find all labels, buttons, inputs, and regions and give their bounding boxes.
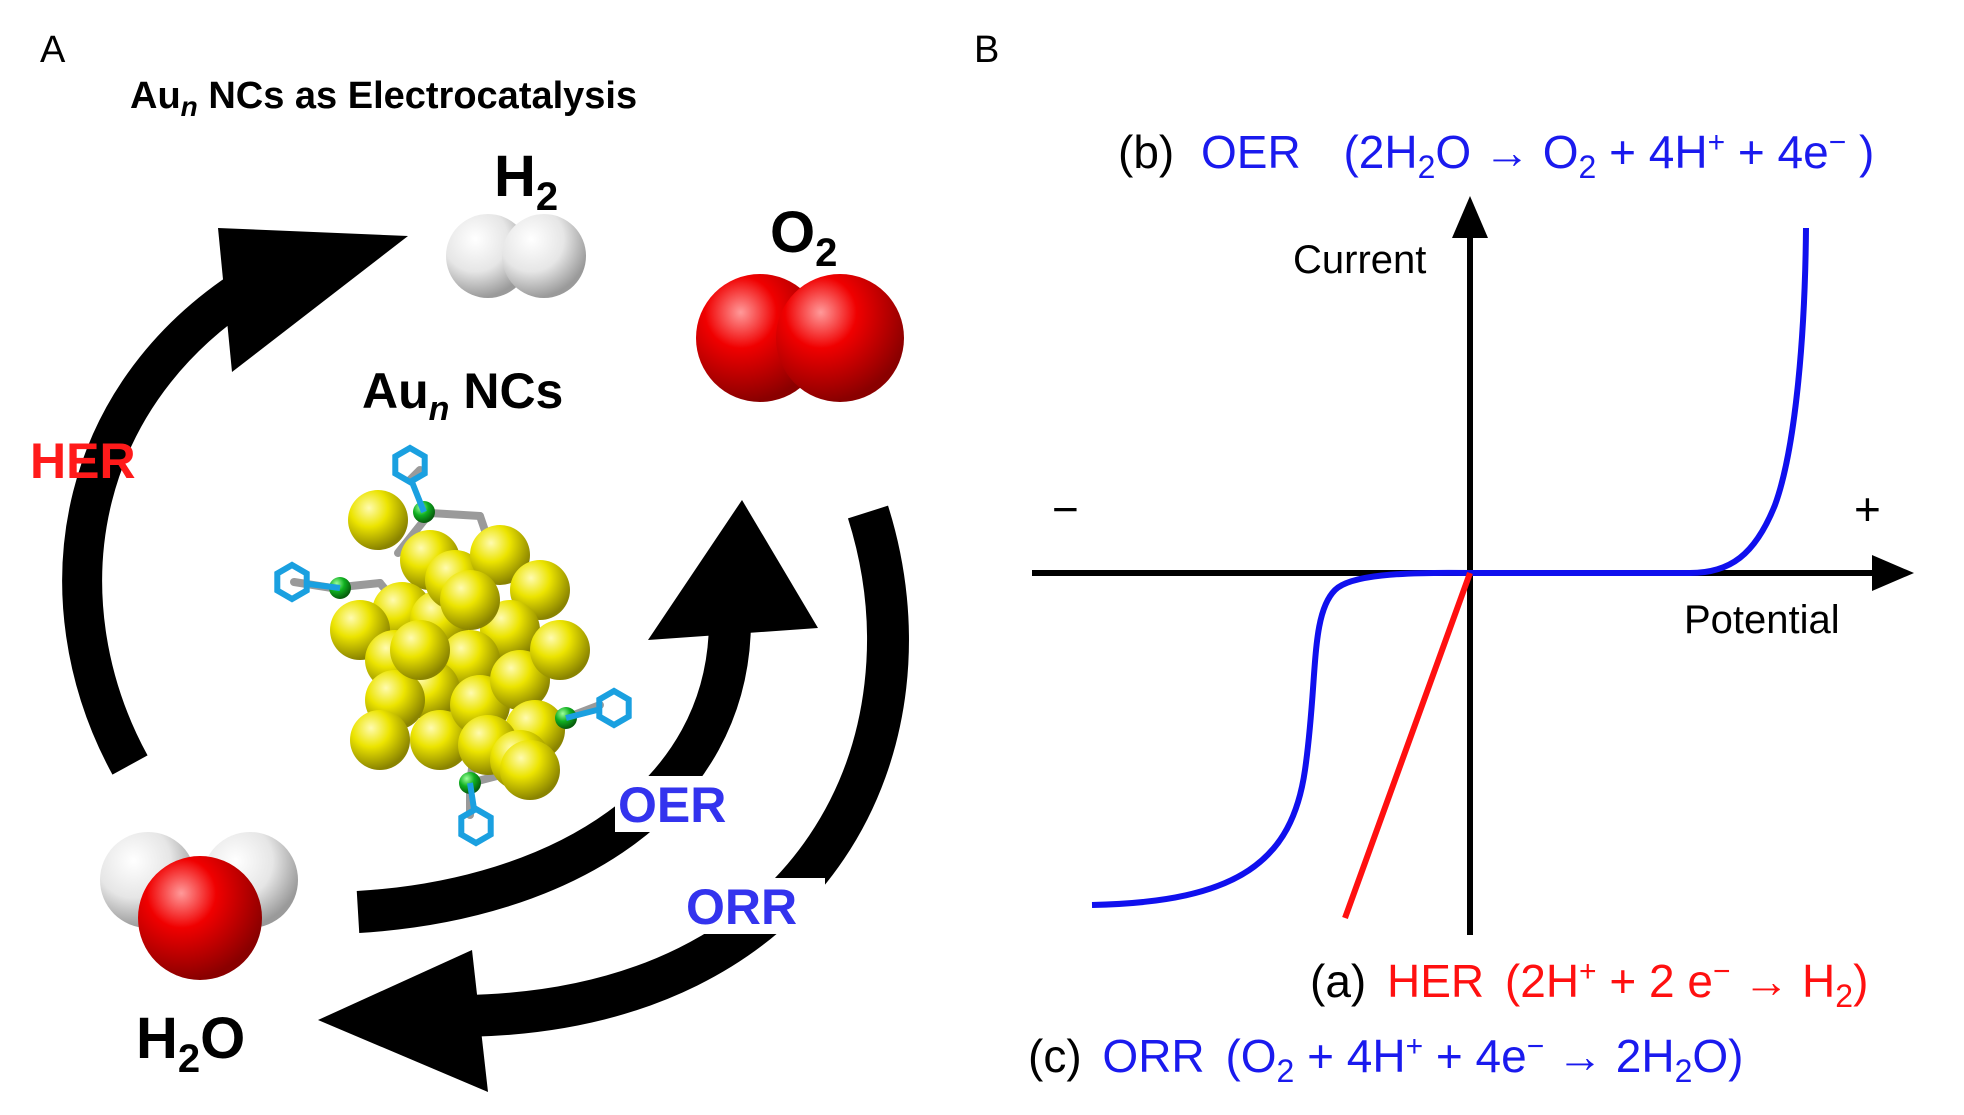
phenyl-ring (392, 444, 428, 486)
oer-equation: (b) OER (2H2O → O2 + 4H+ + 4e− ) (1118, 126, 1874, 185)
y-axis-label: Current (1293, 238, 1426, 282)
gold-atom (348, 490, 408, 550)
water-molecule (100, 832, 298, 980)
ligand-bond (467, 782, 477, 810)
her-cycle-arrow (62, 228, 408, 775)
her-curve (1342, 571, 1473, 920)
x-axis-arrowhead (1872, 555, 1914, 591)
panel-b-label: B (974, 29, 999, 71)
panel-a-label: A (40, 29, 66, 71)
orr-equation: (c) ORR (O2 + 4H+ + 4e− → 2H2O) (1028, 1030, 1744, 1089)
orr-curve (1091, 569, 1471, 908)
gold-atom (440, 570, 500, 630)
gold-atom (390, 620, 450, 680)
phenyl-ring (274, 561, 310, 603)
gold-atom (470, 525, 530, 585)
her-label: HER (30, 433, 136, 489)
nc-label: Aun NCs (362, 363, 563, 428)
gold-atom (500, 740, 560, 800)
oxygen-molecule (696, 274, 904, 402)
ligand-bond (308, 581, 341, 591)
hydrogen-molecule (446, 214, 586, 298)
bond (426, 509, 484, 520)
axes (1032, 196, 1914, 935)
h2o-label: H2O (136, 1006, 245, 1081)
panel-a-title: Aun NCs as Electrocatalysis (130, 75, 637, 122)
phenyl-ring (596, 687, 632, 729)
her-equation: (a) HER (2H+ + 2 e− → H2) (1310, 955, 1868, 1014)
oer-curve (1470, 227, 1809, 576)
h2-label: H2 (494, 144, 558, 219)
ligand-bond (565, 707, 598, 721)
gold-nanocluster (274, 444, 632, 847)
ligand-bond (409, 480, 427, 514)
plus-sign: + (1854, 483, 1881, 535)
gold-atom (350, 710, 410, 770)
o2-label: O2 (770, 200, 837, 275)
y-axis-arrowhead (1452, 196, 1488, 238)
gold-atom (530, 620, 590, 680)
minus-sign: − (1052, 483, 1079, 535)
gold-atom (410, 710, 470, 770)
x-axis-label: Potential (1684, 598, 1840, 642)
phenyl-ring (458, 805, 494, 847)
oer-label: OER (618, 777, 726, 833)
orr-cycle-arrow (318, 505, 909, 1092)
orr-label: ORR (686, 879, 797, 935)
